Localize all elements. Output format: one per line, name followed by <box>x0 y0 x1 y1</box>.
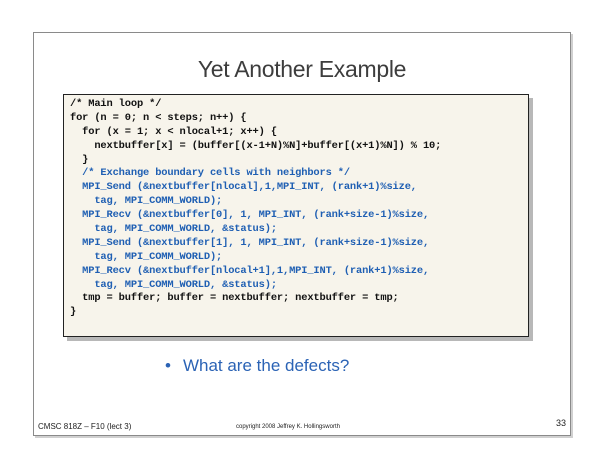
slide-frame <box>33 32 571 436</box>
code-line: /* Main loop */ <box>70 98 162 110</box>
slide-title: Yet Another Example <box>197 56 407 82</box>
code-line: for (n = 0; n < steps; n++) { <box>70 111 247 124</box>
code-line: for (x = 1; x < nlocal+1; x++) { <box>70 125 277 138</box>
code-line: MPI_Recv (&nextbuffer[nlocal+1],1,MPI_IN… <box>70 264 430 277</box>
bullet-item: • What are the defects? <box>165 356 349 376</box>
code-line: tag, MPI_COMM_WORLD, &status); <box>70 278 277 291</box>
footer-course: CMSC 818Z – F10 (lect 3) <box>38 422 132 431</box>
code-line: tmp = buffer; buffer = nextbuffer; nextb… <box>70 292 399 305</box>
code-line: MPI_Send (&nextbuffer[1], 1, MPI_INT, (r… <box>70 236 430 249</box>
code-line: tag, MPI_COMM_WORLD, &status); <box>70 223 277 236</box>
footer-copyright: copyright 2008 Jeffrey K. Hollingsworth <box>236 424 340 430</box>
code-line: } <box>70 306 77 319</box>
code-block: /* Main loop */ for (n = 0; n < steps; n… <box>63 94 529 337</box>
code-line: tag, MPI_COMM_WORLD); <box>70 250 223 263</box>
code-line: MPI_Recv (&nextbuffer[0], 1, MPI_INT, (r… <box>70 209 430 222</box>
code-line: tag, MPI_COMM_WORLD); <box>70 195 223 208</box>
bullet-text: What are the defects? <box>182 356 350 375</box>
code-line: nextbuffer[x] = (buffer[(x-1+N)%N]+buffe… <box>70 139 442 152</box>
code-comment: /* Exchange boundary cells with neighbor… <box>70 167 350 180</box>
code-line: MPI_Send (&nextbuffer[nlocal],1,MPI_INT,… <box>70 181 417 194</box>
code-line: } <box>70 153 89 166</box>
page-number: 33 <box>556 418 567 428</box>
bullet-icon: • <box>165 356 171 375</box>
